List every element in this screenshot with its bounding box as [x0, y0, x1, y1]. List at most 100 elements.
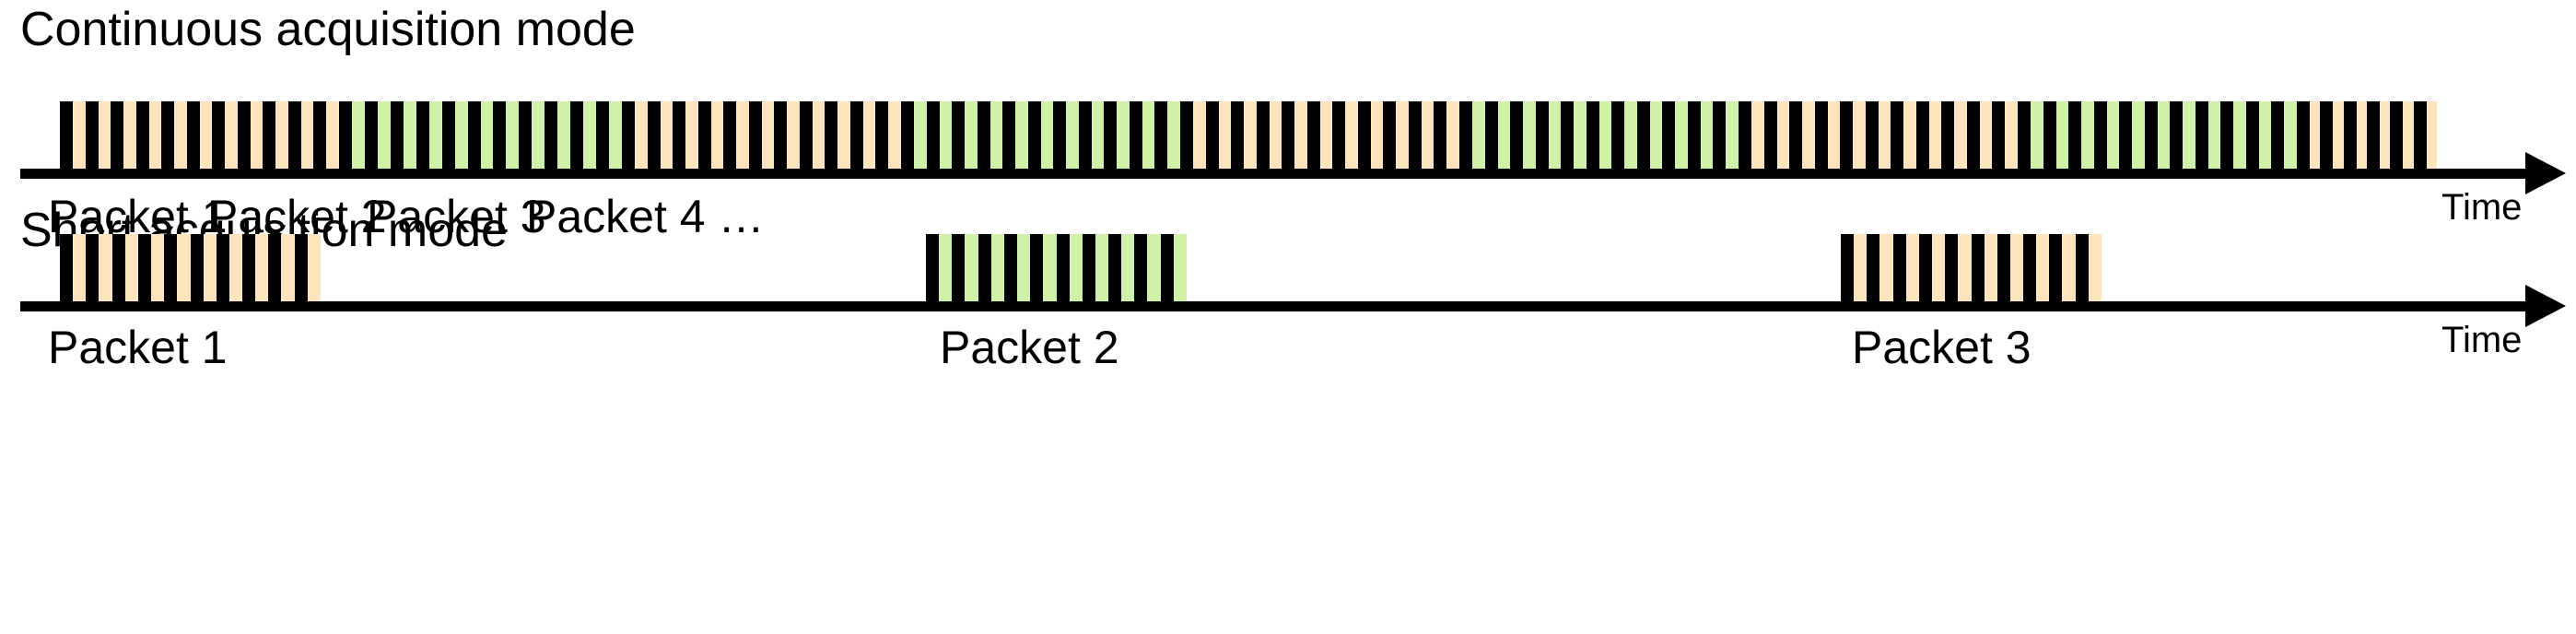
packet-continuous-7: [1739, 101, 2018, 169]
pulse-bar: [1206, 101, 1219, 169]
packet-short-1: [60, 234, 321, 301]
pulse-bar: [927, 101, 940, 169]
pulse-bar: [952, 101, 965, 169]
pulse-bar: [468, 101, 481, 169]
pulse-bar: [1383, 101, 1396, 169]
pulse-bar: [1004, 234, 1017, 301]
pulse-bar: [1536, 101, 1549, 169]
pulse-bar: [1561, 101, 1574, 169]
pulse-bar: [1257, 101, 1270, 169]
packet-short-2: [926, 234, 1187, 301]
pulse-bar: [774, 101, 787, 169]
pulse-bar: [217, 234, 229, 301]
pulse-bar: [60, 101, 73, 169]
pulse-train-continuous: [0, 0, 2576, 276]
time-axis-label-short: Time: [2441, 320, 2523, 360]
pulse-bar: [1992, 101, 2005, 169]
pulse-bar: [1028, 101, 1041, 169]
pulse-bar: [1307, 101, 1320, 169]
pulse-bar: [1434, 101, 1446, 169]
panel-continuous-acquisition: Continuous acquisition mode Time Packet …: [0, 0, 2576, 276]
pulse-bar: [1108, 234, 1121, 301]
pulse-bar: [2271, 101, 2284, 169]
pulse-bar: [2145, 101, 2158, 169]
pulse-bar: [1916, 101, 1929, 169]
pulse-bar: [138, 234, 151, 301]
pulse-bar: [313, 101, 326, 169]
pulse-bar: [1002, 101, 1015, 169]
packet-continuous-3: [622, 101, 901, 169]
pulse-bar: [86, 101, 99, 169]
pulse-bar: [850, 101, 863, 169]
packet-continuous-9: [2297, 101, 2437, 169]
pulse-bar: [1510, 101, 1523, 169]
packet-label-continuous-1: Packet 1: [48, 191, 228, 242]
packet-continuous-8: [2018, 101, 2297, 169]
pulse-bar: [263, 101, 275, 169]
pulse-bar: [187, 101, 200, 169]
pulse-bar: [2049, 234, 2062, 301]
pulse-bar: [288, 101, 301, 169]
pulse-bar: [673, 101, 685, 169]
pulse-bar: [875, 101, 888, 169]
pulse-bar: [1358, 101, 1371, 169]
pulse-bar: [596, 101, 609, 169]
pulse-bar: [2023, 234, 2036, 301]
pulse-bar: [749, 101, 762, 169]
packet-label-continuous-2: Packet 2: [207, 191, 387, 242]
pulse-bar: [1919, 234, 1932, 301]
pulse-bar: [365, 101, 378, 169]
pulse-bar: [1739, 101, 1751, 169]
packet-continuous-2: [339, 101, 622, 169]
pulse-bar: [1079, 101, 1092, 169]
pulse-bar: [1332, 101, 1345, 169]
time-axis-arrowhead-continuous: [2525, 152, 2566, 194]
pulse-bar: [60, 234, 73, 301]
pulse-bar: [391, 101, 404, 169]
pulse-bar: [1485, 101, 1498, 169]
pulse-bar: [1231, 101, 1244, 169]
pulse-bar: [1611, 101, 1624, 169]
pulse-bar: [901, 101, 914, 169]
pulse-bar: [2344, 101, 2357, 169]
pulse-bar: [1409, 101, 1422, 169]
pulse-bar: [1587, 101, 1599, 169]
pulse-bar: [1815, 101, 1828, 169]
pulse-bar: [1180, 101, 1193, 169]
pulse-bar: [544, 101, 557, 169]
pulse-bar: [1789, 101, 1802, 169]
pulse-bar: [2297, 101, 2310, 169]
panel-title-continuous: Continuous acquisition mode: [20, 3, 636, 56]
pulse-bar: [1866, 101, 1879, 169]
pulse-bar: [2390, 101, 2403, 169]
pulse-bar: [1083, 234, 1095, 301]
pulse-bar: [1662, 101, 1675, 169]
pulse-bar: [1030, 234, 1043, 301]
time-axis-line-short: [20, 301, 2547, 311]
packet-continuous-4: [901, 101, 1180, 169]
pulse-bar: [1282, 101, 1294, 169]
packet-short-3: [1841, 234, 2102, 301]
pulse-bar: [112, 234, 125, 301]
pulse-bar: [1867, 234, 1879, 301]
pulse-bar: [1972, 234, 1985, 301]
pulse-bar: [2195, 101, 2208, 169]
pulse-bar: [926, 234, 939, 301]
pulse-bar: [1945, 234, 1958, 301]
time-axis-line-continuous: [20, 169, 2547, 179]
pulse-bar: [519, 101, 532, 169]
pulse-bar: [86, 234, 99, 301]
pulse-bar: [2170, 101, 2183, 169]
pulse-bar: [111, 101, 123, 169]
pulse-bar: [2119, 101, 2132, 169]
pulse-bar: [952, 234, 965, 301]
pulse-bar: [1893, 234, 1906, 301]
packet-continuous-5: [1180, 101, 1459, 169]
pulse-bar: [2076, 234, 2089, 301]
pulse-bar: [295, 234, 308, 301]
pulse-bar: [268, 234, 281, 301]
pulse-bar: [622, 101, 635, 169]
